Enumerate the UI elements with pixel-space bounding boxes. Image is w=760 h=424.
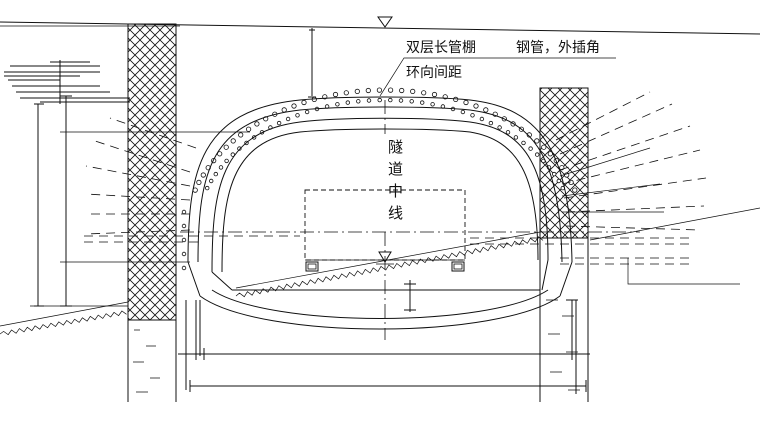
- pipe-hole: [420, 100, 425, 105]
- pipe-hole: [528, 146, 533, 151]
- pipe-hole: [343, 90, 349, 96]
- pipe-hole: [196, 179, 202, 185]
- pipe-hole: [521, 140, 526, 146]
- pipe-hole: [181, 251, 187, 257]
- pipe-hole: [473, 103, 479, 109]
- pipe-hole: [552, 171, 557, 177]
- pipe-hole: [387, 87, 394, 93]
- left-dimension-lines: [30, 95, 250, 307]
- pipe-hole: [388, 97, 393, 103]
- pipe-hole: [218, 165, 224, 170]
- left-rock-bolts: [85, 117, 197, 235]
- pipe-hole: [398, 98, 404, 103]
- side-holes: [181, 209, 187, 271]
- pipe-hole: [246, 126, 252, 132]
- pipe-hole: [556, 178, 561, 184]
- pipe-hole: [430, 102, 435, 107]
- pipe-hole: [276, 120, 282, 126]
- pipe-hole: [541, 144, 547, 150]
- steel-pipe-insertion-angle-label: 钢管，外插角: [516, 40, 600, 56]
- pipe-shed-leader: [379, 57, 616, 97]
- pipe-hole: [376, 87, 382, 93]
- pipe-hole: [181, 237, 187, 243]
- pipe-hole: [295, 113, 300, 118]
- tunnel-invert: [187, 259, 573, 330]
- pipe-hole: [354, 88, 360, 95]
- pipe-hole: [224, 158, 229, 164]
- tunnel-inner-contour: [211, 117, 549, 273]
- triangle-down-icon: [377, 16, 393, 28]
- pipe-hole: [301, 99, 307, 106]
- pipe-hole: [377, 97, 382, 103]
- left-retaining-pile: [127, 23, 177, 402]
- spring-line-dashes: [84, 235, 690, 265]
- pipe-hole: [200, 172, 206, 178]
- pipe-hole: [285, 116, 291, 122]
- pipe-hole: [208, 178, 214, 184]
- pipe-hole: [399, 87, 405, 94]
- tunnel-centerline: [376, 100, 394, 340]
- pipe-hole: [572, 187, 578, 193]
- pipe-hole: [365, 87, 371, 94]
- pipe-hole: [505, 130, 511, 135]
- pipe-hole: [332, 91, 339, 98]
- pipe-hole: [335, 102, 340, 107]
- pipe-hole: [181, 223, 187, 229]
- pipe-hole: [483, 107, 489, 113]
- tunnel-centerline-label: 隧 道 中 线: [388, 138, 403, 222]
- pipe-hole: [254, 121, 260, 127]
- pipe-hole: [217, 151, 223, 157]
- ground-surface-line: [0, 21, 760, 35]
- pipe-hole: [238, 132, 244, 138]
- clearance-box: [304, 189, 466, 272]
- strata-lines: [0, 207, 760, 336]
- right-retaining-pile: [539, 87, 589, 402]
- right-rock-bolts: [555, 91, 707, 231]
- centerline-char-3: 中: [388, 182, 403, 200]
- pipe-hole: [421, 90, 427, 96]
- pipe-hole: [181, 265, 187, 271]
- right-leader-line: [627, 258, 740, 285]
- pipe-hole: [230, 138, 236, 144]
- pipe-hole: [181, 209, 187, 215]
- pipe-hole: [513, 135, 519, 140]
- pipe-hole: [479, 116, 485, 122]
- pipe-hole: [535, 152, 540, 157]
- circumferential-spacing-label: 环向间距: [406, 65, 462, 81]
- pipe-hole: [431, 91, 438, 98]
- pipe-hole: [470, 113, 475, 118]
- pipe-hole: [409, 99, 414, 104]
- pipe-hole: [213, 171, 218, 177]
- pipe-hole: [526, 132, 532, 138]
- pipe-hole: [356, 99, 361, 104]
- pipe-hole: [460, 109, 466, 115]
- invert-depth-dimension: [404, 280, 416, 312]
- pipe-hole: [281, 107, 287, 113]
- pipe-hole: [497, 125, 502, 130]
- centerline-char-1: 隧: [388, 138, 403, 156]
- centerline-char-4: 线: [388, 204, 403, 222]
- pipe-hole: [291, 103, 297, 109]
- pipe-hole: [304, 109, 310, 115]
- bottom-width-dimensions: [178, 299, 590, 394]
- left-stepped-lines: [4, 60, 130, 104]
- right-radial-lines: [559, 147, 664, 213]
- overburden-dimension: [308, 28, 316, 98]
- pipe-hole: [366, 98, 372, 103]
- pipe-hole: [345, 100, 350, 105]
- double-layer-pipe-shed-label: 双层长管棚: [406, 40, 476, 56]
- pipe-hole: [488, 120, 494, 126]
- pipe-hole: [237, 146, 242, 151]
- tunnel-outer-lining: [187, 96, 573, 263]
- centerline-char-2: 道: [388, 160, 403, 178]
- pipe-hole: [463, 99, 469, 106]
- pipe-hole: [534, 138, 540, 144]
- pipe-hole: [410, 88, 416, 95]
- pipe-hole: [223, 144, 229, 150]
- pipe-hole: [204, 185, 210, 191]
